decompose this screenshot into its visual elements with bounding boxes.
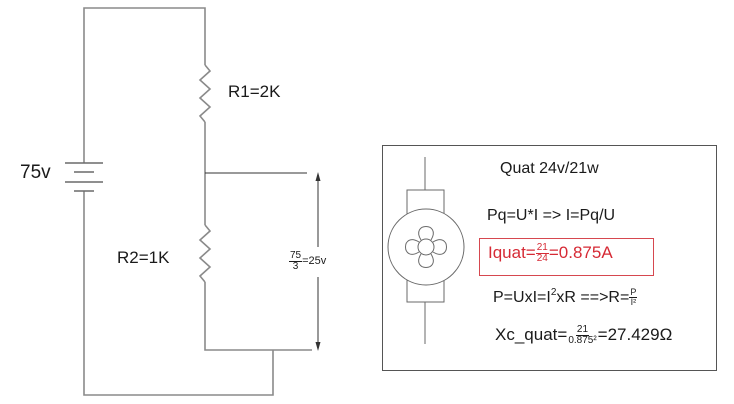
wire-left-bottom [83,191,274,396]
voltage-arrow [315,172,321,351]
source-voltage-label: 75v [20,162,51,183]
resistance-fraction: P I² [629,287,638,308]
voltage-fraction: 75 3 [289,250,303,272]
measured-voltage-label: 75 3 =25v [289,250,327,272]
r2-label: R2=1K [117,248,170,267]
reactance-formula: Xc_quat= 21 0.875² =27.429Ω [495,324,673,347]
current-formula: Iquat= 21 24 =0.875A [488,242,613,265]
resistor-r1-symbol [198,64,212,123]
fan-icon [387,157,465,344]
current-fraction: 21 24 [535,242,549,265]
wire-left-top [83,7,206,163]
reactance-fraction: 21 0.875² [568,324,597,347]
power-formula: Pq=U*I => I=Pq/U [487,207,616,224]
r1-label: R1=2K [228,82,281,101]
wire-r2-bottom [204,282,312,351]
battery-symbol [65,162,103,192]
resistor-r2-symbol [198,224,212,283]
fan-title: Quat 24v/21w [500,160,599,177]
resistance-formula: P=UxI=I2xR ==>R= P I² [493,287,638,308]
fan-info-box [382,145,717,371]
current-highlight-box [479,238,654,276]
